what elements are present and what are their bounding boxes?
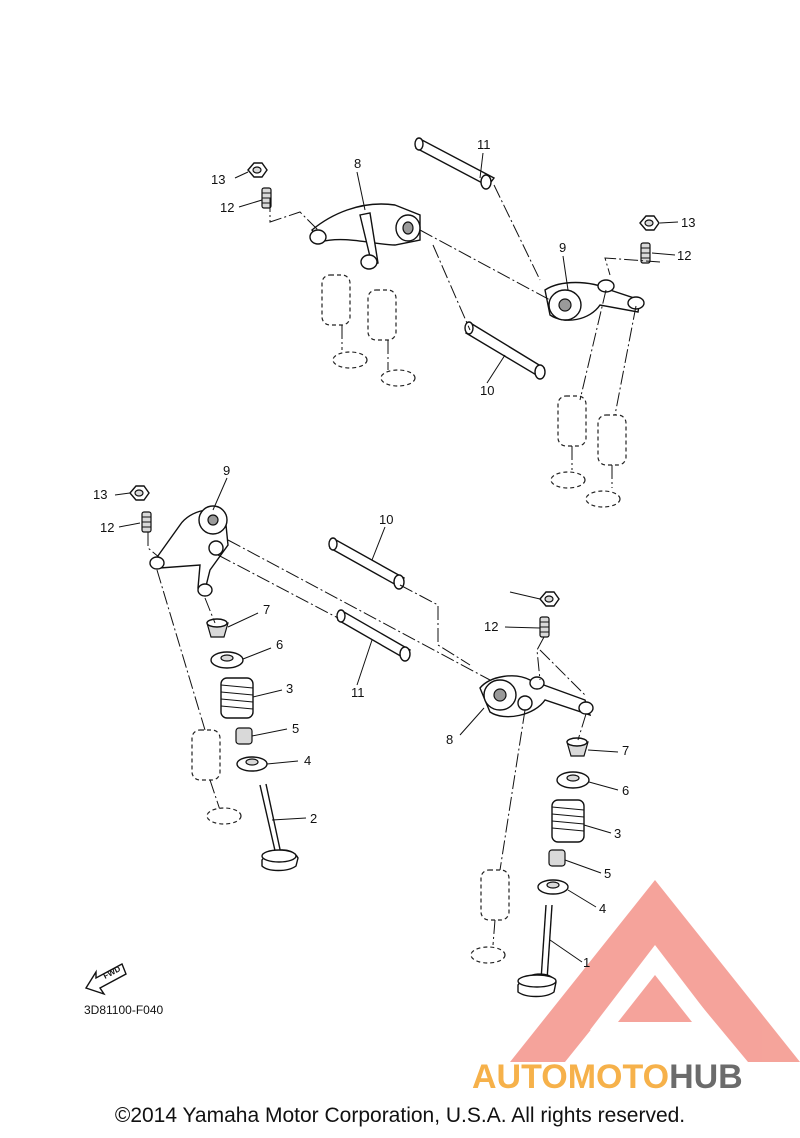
callout-3: 3 <box>614 826 621 841</box>
rocker-shaft-upper <box>414 137 496 190</box>
centerlines-upper <box>269 184 661 416</box>
adjuster-12-lower-right <box>539 616 550 638</box>
rocker-arm-8-lower <box>479 675 594 718</box>
callout-12: 12 <box>484 619 498 634</box>
callout-11: 11 <box>477 137 491 152</box>
callout-12: 12 <box>100 520 114 535</box>
copyright-notice: ©2014 Yamaha Motor Corporation, U.S.A. A… <box>114 1104 686 1127</box>
rocker-shaft-lower-upper <box>464 321 546 380</box>
callout-12: 12 <box>220 200 234 215</box>
callout-9: 9 <box>559 240 566 255</box>
rocker-arm-9-upper <box>544 279 645 321</box>
callout-4: 4 <box>304 753 311 768</box>
callout-7: 7 <box>622 743 629 758</box>
callout-8: 8 <box>446 732 453 747</box>
callout-5: 5 <box>604 866 611 881</box>
ghost-valve-lower-right <box>470 869 510 964</box>
watermark-part1: AUTOMOTO <box>472 1058 669 1096</box>
leader-lines <box>114 152 679 963</box>
callout-8: 8 <box>354 156 361 171</box>
callout-1: 1 <box>583 955 590 970</box>
callout-10: 10 <box>480 383 494 398</box>
adjuster-12-upper-left <box>261 187 272 209</box>
callout-4: 4 <box>599 901 606 916</box>
locknut-13-lower-left <box>129 485 150 501</box>
callout-7: 7 <box>263 602 270 617</box>
locknut-13-lower-right <box>539 591 560 607</box>
watermark-part2: HUB <box>669 1058 743 1096</box>
callout-10: 10 <box>379 512 393 527</box>
locknut-13-upper-right <box>639 215 660 231</box>
callout-2: 2 <box>310 811 317 826</box>
callout-13: 13 <box>93 487 107 502</box>
locknut-13-upper-left <box>247 162 268 178</box>
rocker-shaft-10-lower <box>328 537 406 590</box>
adjuster-12-upper-right <box>640 242 651 264</box>
ghost-valves-upper <box>321 274 627 508</box>
rocker-shaft-11-lower <box>336 609 412 662</box>
fwd-arrow-icon: FWD <box>84 963 127 996</box>
valve-stack-left <box>206 618 299 872</box>
callout-labels: 13 12 8 11 13 12 9 10 13 12 9 10 11 12 8… <box>93 137 695 970</box>
callout-11: 11 <box>351 685 365 700</box>
adjuster-12-lower-left <box>141 511 152 533</box>
callout-6: 6 <box>276 637 283 652</box>
upper-assembly <box>247 137 661 508</box>
ghost-valve-lower-left <box>191 729 242 825</box>
valve-stack-right <box>517 737 590 998</box>
callout-3: 3 <box>286 681 293 696</box>
callout-6: 6 <box>622 783 629 798</box>
centerlines-lower <box>147 532 587 871</box>
callout-9: 9 <box>223 463 230 478</box>
watermark-logo <box>510 880 800 1062</box>
callout-13: 13 <box>211 172 225 187</box>
lower-assembly: FWD <box>84 485 594 998</box>
diagram-code: 3D81100-F040 <box>84 1003 164 1017</box>
watermark-text: AUTOMOTOHUB <box>472 1058 743 1096</box>
callout-13: 13 <box>681 215 695 230</box>
rocker-arm-8-upper <box>309 203 421 270</box>
callout-12: 12 <box>677 248 691 263</box>
rocker-arm-9-lower <box>149 505 229 597</box>
callout-5: 5 <box>292 721 299 736</box>
